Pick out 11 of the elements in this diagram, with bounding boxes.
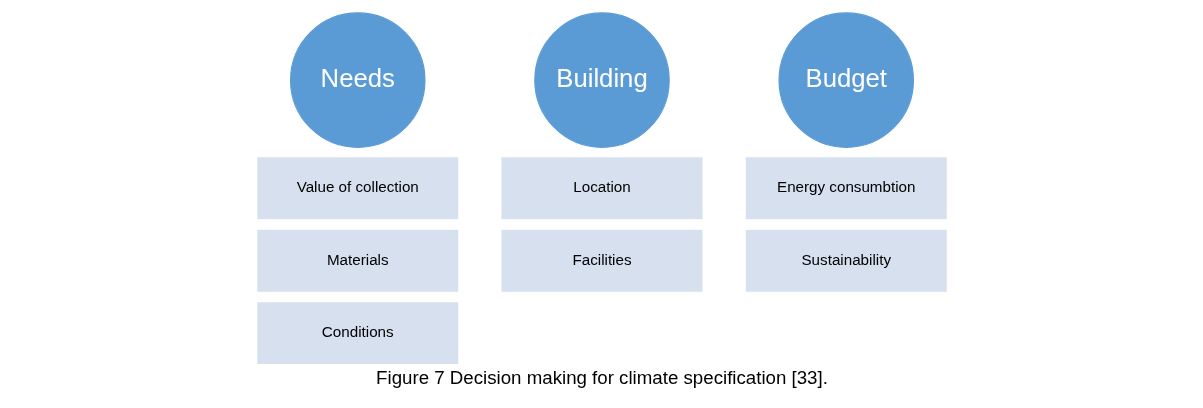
node-box: Sustainability	[744, 228, 948, 293]
node-box: Materials	[255, 228, 459, 293]
node-box: Value of collection	[255, 156, 459, 221]
node-box: Location	[499, 156, 704, 221]
node-box: Energy consumbtion	[744, 156, 948, 221]
node-box: Conditions	[255, 301, 459, 366]
node-circle: Building	[533, 12, 670, 148]
node-circle: Budget	[777, 12, 914, 148]
caption: Figure 7 Decision making for climate specification [33].	[375, 367, 828, 389]
node-box: Facilities	[499, 228, 704, 293]
node-circle: Needs	[289, 12, 426, 148]
